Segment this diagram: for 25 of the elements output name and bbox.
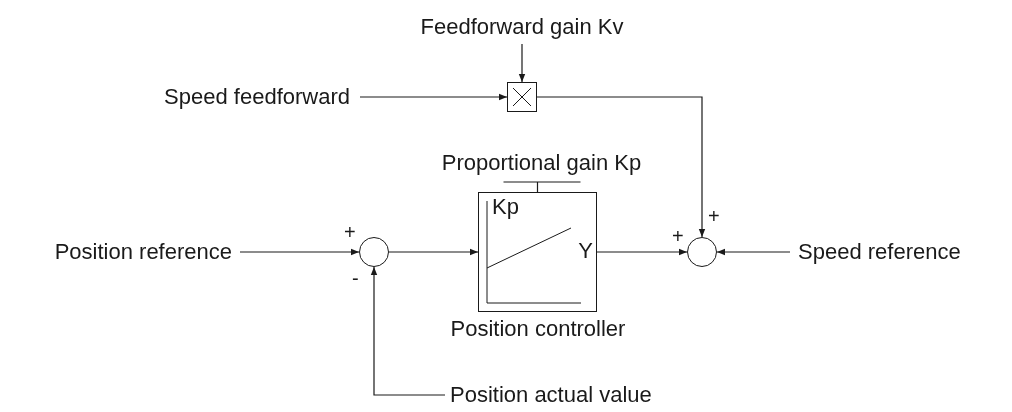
sign-mark: - (352, 268, 359, 288)
arrow (388, 248, 479, 256)
signal-label: Position actual value (450, 380, 770, 410)
block-label: Kp (492, 196, 519, 218)
arrow (359, 93, 508, 101)
signal-label: Speed feedforward (120, 82, 350, 112)
multiplier-block (507, 82, 537, 112)
signal-label: Feedforward gain Kv (397, 12, 647, 42)
arrow (536, 96, 706, 238)
block-label: Y (578, 240, 593, 262)
signal-label: Proportional gain Kp (404, 148, 679, 178)
arrow (596, 248, 688, 256)
arrow (239, 248, 360, 256)
arrow (370, 266, 446, 396)
connector-line (502, 181, 582, 193)
block-caption: Position controller (449, 318, 627, 340)
arrow (518, 43, 526, 83)
sign-mark: + (708, 206, 720, 226)
signal-label: Position reference (4, 237, 232, 267)
signal-label: Speed reference (798, 237, 1010, 267)
sign-mark: + (672, 226, 684, 246)
arrow (716, 248, 791, 256)
sign-mark: + (344, 222, 356, 242)
summing-junction (687, 237, 717, 267)
summing-junction (359, 237, 389, 267)
